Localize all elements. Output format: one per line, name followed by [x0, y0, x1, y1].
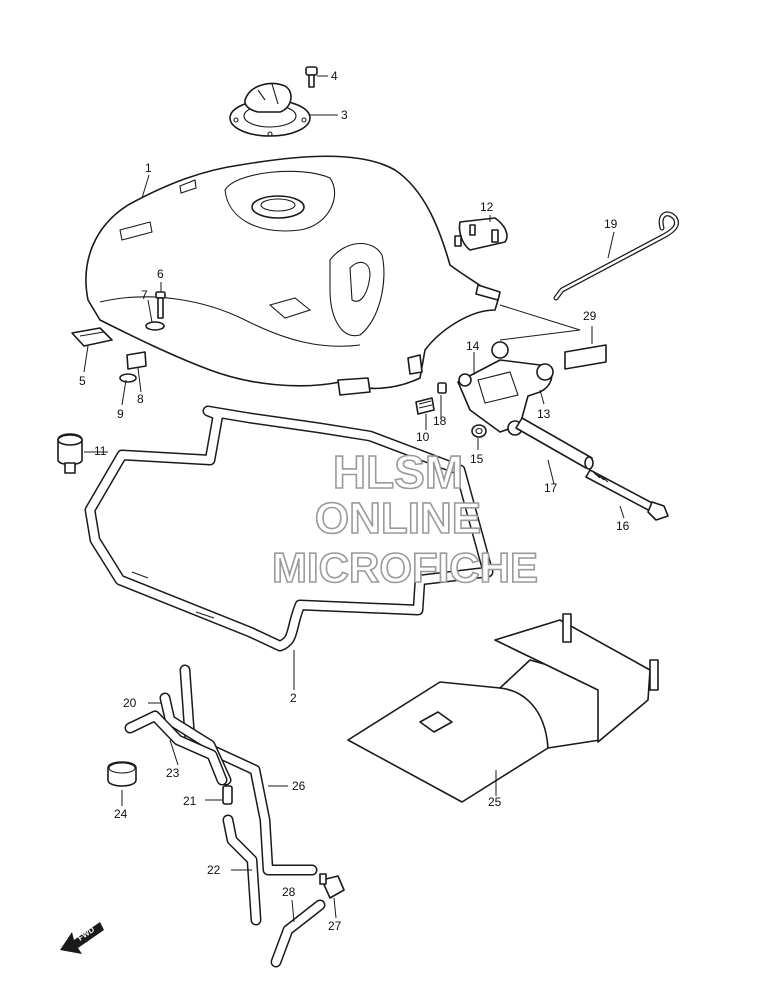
hose-22[interactable]: [222, 814, 262, 926]
callout-4: 4: [331, 69, 338, 83]
front-cushion[interactable]: [71, 327, 113, 347]
callout-13: 13: [537, 407, 551, 421]
callout-12: 12: [480, 200, 494, 214]
fuel-tank[interactable]: [85, 155, 501, 396]
callout-27: 27: [328, 919, 342, 933]
tank-cushion[interactable]: [415, 397, 435, 415]
callout-22: 22: [207, 863, 221, 877]
callout-16: 16: [616, 519, 630, 533]
callout-8: 8: [137, 392, 144, 406]
callout-24: 24: [114, 807, 128, 821]
callout-3: 3: [341, 108, 348, 122]
callout-23: 23: [166, 766, 180, 780]
callout-14: 14: [466, 339, 480, 353]
callout-26: 26: [292, 779, 306, 793]
joint-21[interactable]: [222, 785, 233, 805]
joint-27[interactable]: [319, 873, 345, 899]
callout-1: 1: [145, 161, 152, 175]
watermark-line-1: HLSM: [333, 446, 463, 498]
watermark-line-3: MICROFICHE: [272, 544, 538, 591]
clip-nut[interactable]: [437, 382, 447, 394]
callout-20: 20: [123, 696, 137, 710]
forward-arrow-icon: FWD: [60, 922, 104, 954]
callout-5: 5: [79, 374, 86, 388]
hinge-bolt[interactable]: [585, 469, 669, 521]
watermark: HLSM ONLINE MICROFICHE: [271, 445, 539, 592]
tank-hinge-bracket[interactable]: [457, 341, 554, 436]
callout-18: 18: [433, 414, 447, 428]
callout-29: 29: [583, 309, 597, 323]
callout-11: 11: [94, 444, 107, 458]
bolt-6[interactable]: [155, 291, 166, 319]
heat-shield-plate[interactable]: [347, 613, 659, 803]
callout-19: 19: [604, 217, 618, 231]
hose-28[interactable]: [270, 899, 326, 968]
hinge-pipe[interactable]: [515, 417, 594, 470]
callout-17: 17: [544, 481, 558, 495]
hose-23[interactable]: [124, 710, 228, 786]
collar-8[interactable]: [126, 351, 147, 370]
tank-bracket[interactable]: [454, 217, 508, 251]
watermark-line-2: ONLINE: [315, 494, 481, 543]
fuel-filler-cap[interactable]: [229, 82, 311, 137]
callout-6: 6: [157, 267, 164, 281]
callout-7: 7: [141, 288, 148, 302]
callout-25: 25: [488, 795, 502, 809]
clamp-24[interactable]: [107, 761, 137, 787]
callout-9: 9: [117, 407, 124, 421]
callout-28: 28: [282, 885, 296, 899]
tank-trim-seal[interactable]: [84, 405, 494, 652]
washer-7[interactable]: [145, 321, 165, 331]
callout-15: 15: [470, 452, 484, 466]
callout-2: 2: [290, 691, 297, 705]
callout-10: 10: [416, 430, 430, 444]
washer-9[interactable]: [119, 373, 137, 383]
hinge-washer[interactable]: [471, 424, 487, 438]
cap-11[interactable]: [57, 433, 83, 474]
cap-screw[interactable]: [305, 66, 318, 88]
tank-prop-rod[interactable]: [553, 211, 679, 301]
cushion-pad[interactable]: [564, 344, 607, 370]
callout-21: 21: [183, 794, 197, 808]
callout-numbers: 1 2 3 4 5 6 7 8 9 10 11 12 13 14 15 16 1…: [79, 69, 630, 933]
leader-lines: [83, 75, 625, 923]
